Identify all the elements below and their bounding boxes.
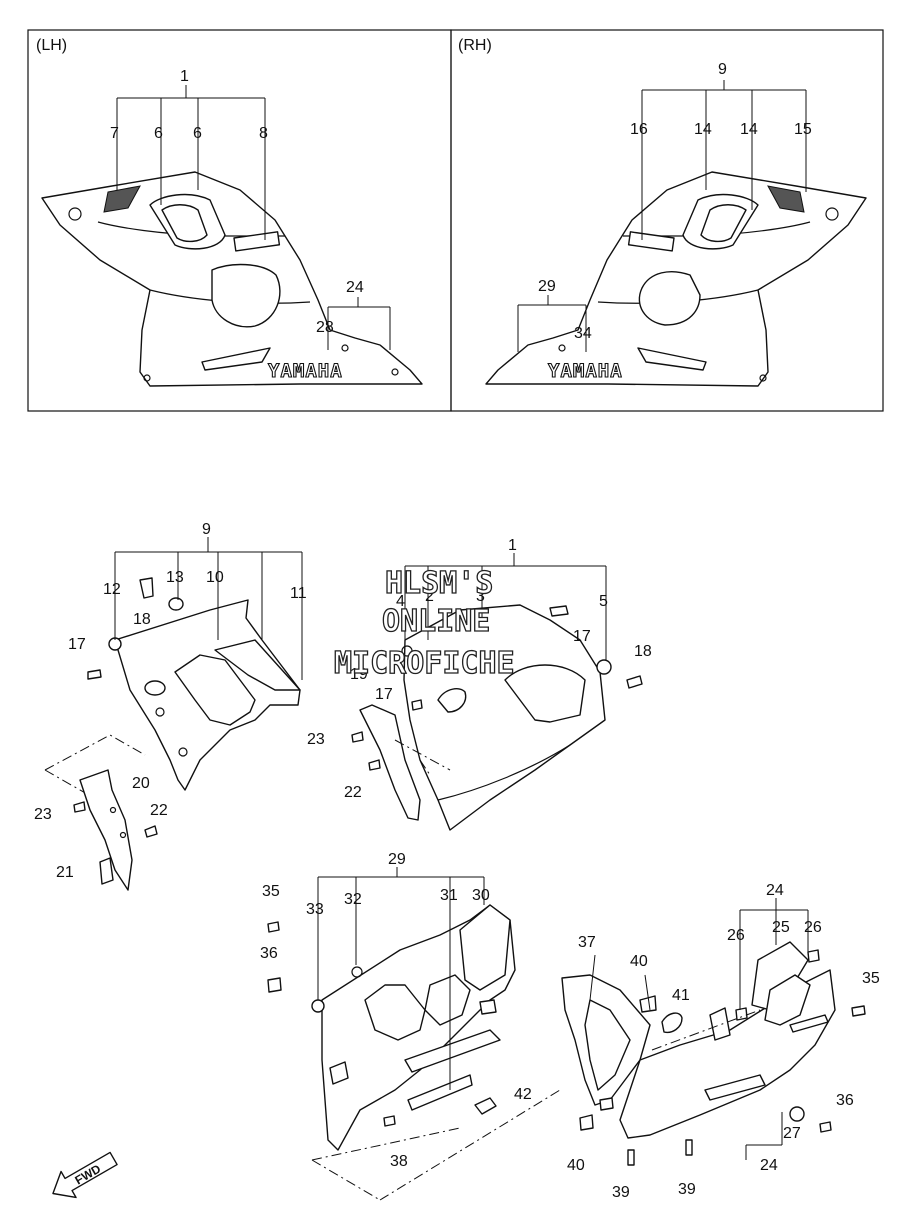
callout-36a: 36 [260, 945, 278, 962]
callout-35b: 35 [862, 970, 880, 987]
callout-24-lh: 24 [346, 279, 364, 296]
callout-10: 10 [206, 569, 224, 586]
callout-26a: 26 [727, 927, 745, 944]
callout-33: 33 [306, 901, 324, 918]
inner-panel-assembly-lh [44, 577, 301, 891]
callout-28: 28 [316, 319, 334, 336]
callout-24-top: 24 [766, 882, 784, 899]
watermark-line-1: HLSM'S [385, 566, 493, 601]
main-cowl-assembly [351, 604, 643, 831]
lh-brand-decal: YAMAHA [268, 360, 343, 382]
callout-18a: 18 [133, 611, 151, 628]
callout-5: 5 [599, 593, 608, 610]
callout-29-bottom: 29 [388, 851, 406, 868]
callout-12: 12 [103, 581, 121, 598]
callout-15: 15 [794, 121, 812, 138]
callout-1-mid: 1 [508, 537, 517, 554]
rh-side-cowl: YAMAHA [485, 171, 867, 387]
callout-17c: 17 [375, 686, 393, 703]
callout-27: 27 [783, 1125, 801, 1142]
callout-34: 34 [574, 325, 592, 342]
callout-16: 16 [630, 121, 648, 138]
callout-14b: 14 [740, 121, 758, 138]
callout-3: 3 [476, 588, 485, 605]
callout-26b: 26 [804, 919, 822, 936]
under-cowl-lh-assembly [267, 904, 561, 1201]
callout-13: 13 [166, 569, 184, 586]
callout-11: 11 [290, 585, 307, 602]
callout-6a: 6 [154, 125, 163, 142]
callout-41: 41 [672, 987, 690, 1004]
lh-panel-label: (LH) [36, 37, 67, 54]
watermark: HLSM'S ONLINE MICROFICHE [333, 565, 515, 681]
middle-left-leader-lines [114, 537, 303, 680]
callout-7: 7 [110, 125, 119, 142]
under-cowl-rh-assembly [561, 941, 866, 1166]
callout-9-mid: 9 [202, 521, 211, 538]
callout-38: 38 [390, 1153, 408, 1170]
watermark-line-2: ONLINE [382, 604, 490, 639]
callout-37: 37 [578, 934, 596, 951]
rh-brand-decal: YAMAHA [548, 360, 623, 382]
callout-1-lh: 1 [180, 68, 189, 85]
callout-23b: 23 [307, 731, 325, 748]
callout-42: 42 [514, 1086, 532, 1103]
callout-36b: 36 [836, 1092, 854, 1109]
rh-panel: (RH) [450, 29, 884, 412]
rh-panel-label: (RH) [458, 37, 492, 54]
callout-18b: 18 [634, 643, 652, 660]
callout-35a: 35 [262, 883, 280, 900]
callout-19: 19 [350, 666, 368, 683]
callout-40b: 40 [567, 1157, 585, 1174]
callout-31: 31 [440, 887, 458, 904]
bottom-right-leader-lines [589, 898, 809, 1160]
callout-22a: 22 [150, 802, 168, 819]
callout-8: 8 [259, 125, 268, 142]
callout-32: 32 [344, 891, 362, 908]
callout-20: 20 [132, 775, 150, 792]
callout-17b: 17 [573, 628, 591, 645]
callout-24-bottom: 24 [760, 1157, 778, 1174]
callout-22b: 22 [344, 784, 362, 801]
callout-21: 21 [56, 864, 74, 881]
callout-39a: 39 [612, 1184, 630, 1201]
callout-25: 25 [772, 919, 790, 936]
callout-6b: 6 [193, 125, 202, 142]
callout-4: 4 [396, 593, 405, 610]
callout-14a: 14 [694, 121, 712, 138]
top-leader-lines [116, 80, 807, 352]
callout-17a: 17 [68, 636, 86, 653]
callout-29-rh: 29 [538, 278, 556, 295]
middle-right-leader-lines [404, 553, 607, 660]
callout-2: 2 [425, 588, 434, 605]
lh-side-cowl: YAMAHA [41, 171, 423, 387]
callout-23a: 23 [34, 806, 52, 823]
fwd-arrow: FWD [52, 1151, 118, 1199]
callout-9-rh: 9 [718, 61, 727, 78]
callout-39b: 39 [678, 1181, 696, 1198]
callout-40a: 40 [630, 953, 648, 970]
callout-30: 30 [472, 887, 490, 904]
watermark-line-3: MICROFICHE [334, 646, 515, 681]
bottom-left-leader-lines [317, 867, 485, 1090]
